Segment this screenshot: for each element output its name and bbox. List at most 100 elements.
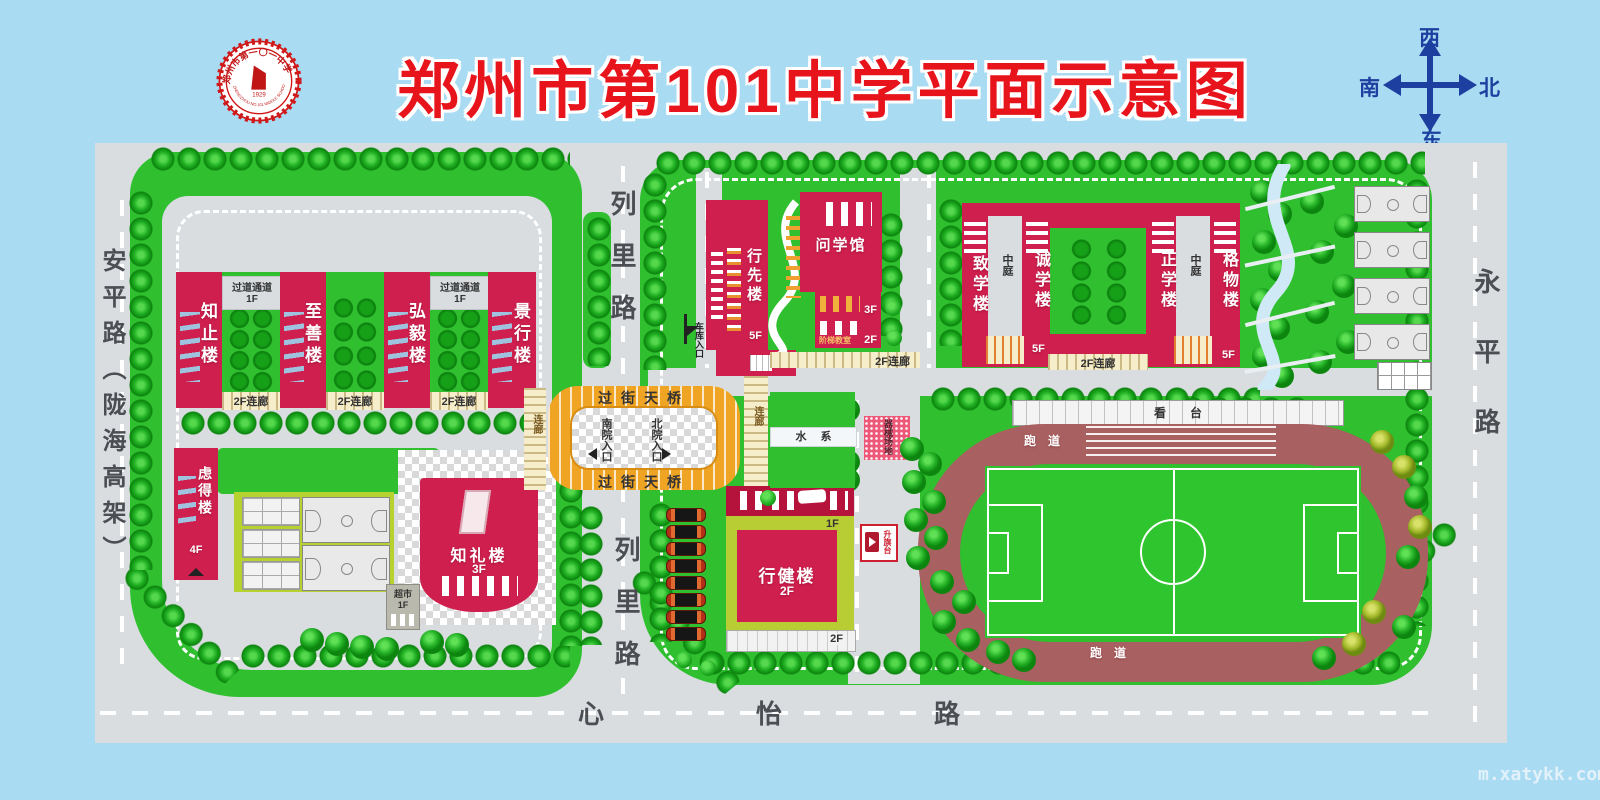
atrium-1: 中庭: [988, 216, 1022, 340]
hoop-arc: [1413, 287, 1427, 305]
tennis-court: [242, 561, 300, 590]
school-logo: 郑州市第一〇一中学 ZHENGZHOU NO.101 MIDDLE SCHOOL…: [215, 34, 302, 124]
passage-label: 过道通道: [440, 283, 480, 294]
building-label: 景行楼: [511, 302, 530, 368]
curvy-path: [768, 199, 800, 358]
tree: [150, 146, 570, 172]
flag-icon: [869, 537, 876, 547]
garage-sign-pole: [684, 314, 687, 344]
corridor-south: 连廊: [524, 388, 546, 490]
corridor-2f: 2F连廊: [222, 392, 280, 410]
table-tennis-area: [1377, 362, 1432, 390]
tree: [676, 652, 692, 668]
overpass-label-bottom: 过街天桥: [598, 474, 690, 490]
court-center-circle: [1387, 245, 1399, 257]
parked-car: [666, 576, 706, 590]
passage-box-1: 过道通道 1F: [222, 276, 282, 310]
equipment-area: 器械场地: [864, 416, 910, 460]
tree: [375, 637, 399, 661]
building-label: 知止楼: [198, 302, 217, 368]
corridor-north: 连廊: [744, 368, 768, 488]
north-entrance-label: 北院入口: [650, 418, 662, 462]
court-center-circle: [1387, 199, 1399, 211]
goal-box-left: [987, 532, 1009, 574]
building-label: 虑得楼: [197, 466, 213, 517]
floor-label: 5F: [1222, 349, 1235, 361]
tree: [902, 470, 926, 494]
north-entrance-arrow-icon: [662, 448, 671, 460]
floor-label: 2F: [828, 633, 845, 645]
windows: [964, 222, 986, 256]
corridor-2f-north-right: 2F连廊: [1048, 354, 1148, 370]
tree: [1012, 648, 1036, 672]
building-market: 超市 1F: [386, 584, 420, 630]
hoop-arc: [1357, 333, 1371, 351]
windows: [830, 491, 848, 510]
building-label: 至善楼: [302, 302, 321, 368]
penalty-box-left: [987, 504, 1043, 602]
tree: [642, 172, 668, 370]
xingjian-bottom-wing: 2F: [726, 630, 856, 652]
tree: [930, 570, 954, 594]
tree: [1252, 230, 1276, 254]
wenxueguan-3f-wing: 3F: [815, 292, 881, 318]
track-label-top: 跑道: [1024, 434, 1073, 448]
vehicle-icon: [797, 489, 827, 504]
goal-box-right: [1337, 532, 1359, 574]
court-center-circle: [341, 563, 353, 575]
tree: [922, 490, 946, 514]
building-zhizhi: 知止楼: [176, 272, 222, 408]
tree: [128, 190, 154, 570]
east-teaching-cluster: 中庭 中庭 致学楼 诚学楼 5F 正学楼 格物楼 5F: [962, 203, 1240, 367]
water-channel: 水系: [770, 427, 857, 447]
hoop-arc: [371, 558, 387, 580]
tree: [1342, 632, 1366, 656]
entrance-hall: [1174, 336, 1212, 364]
tree: [1408, 515, 1432, 539]
windows: [711, 252, 723, 324]
garage-flag-icon: [687, 326, 699, 336]
corridor-2f: 2F连廊: [430, 392, 488, 410]
corridor-2f-label: 2F连廊: [1080, 358, 1116, 370]
hoop-arc: [1357, 241, 1371, 259]
tree: [918, 452, 942, 476]
overpass-label-top: 过街天桥: [598, 390, 690, 406]
tree: [420, 630, 444, 654]
corridor-2f-label: 2F连廊: [441, 396, 477, 408]
tree: [1370, 430, 1394, 454]
xingjian-top-wing: [726, 486, 854, 516]
road-label-middle-lower: 列里路: [611, 536, 641, 692]
courtyard-bushes: [436, 308, 482, 392]
windows: [740, 491, 766, 510]
passage-box-2: 过道通道 1F: [430, 276, 490, 310]
hoop-arc: [371, 510, 387, 532]
watermark: m.xatykk.com: [1478, 764, 1600, 785]
tree: [1392, 615, 1416, 639]
logo-emblem: [251, 65, 266, 90]
corridor-2f-label: 2F连廊: [875, 356, 910, 368]
hoop-arc: [1357, 195, 1371, 213]
penalty-box-right: [1303, 504, 1359, 602]
tree: [350, 635, 374, 659]
tree: [1332, 274, 1356, 298]
tennis-court: [242, 497, 300, 526]
basketball-court: [302, 545, 390, 591]
floor-label: 3F: [471, 562, 486, 576]
market-floor: 1F: [397, 600, 409, 610]
atrium-label: 中庭: [1001, 254, 1013, 276]
tree: [1396, 545, 1420, 569]
floor-label: 2F: [864, 334, 877, 346]
building-jingxing: 景行楼: [488, 272, 536, 408]
page-title: 郑州市第101中学平面示意图: [397, 57, 1253, 126]
building-label: 知礼楼: [450, 548, 508, 565]
building-lvde: 虑得楼 4F: [174, 448, 218, 580]
compass-south: 南: [1359, 77, 1380, 100]
windows: [1214, 222, 1236, 256]
logo-year: 1929: [252, 92, 266, 98]
building-label: 行先楼: [745, 248, 762, 305]
south-entrance-label: 南院入口: [600, 418, 612, 462]
windows: [442, 576, 518, 596]
tree: [300, 628, 324, 652]
hoop-arc: [1357, 287, 1371, 305]
tree: [924, 526, 948, 550]
